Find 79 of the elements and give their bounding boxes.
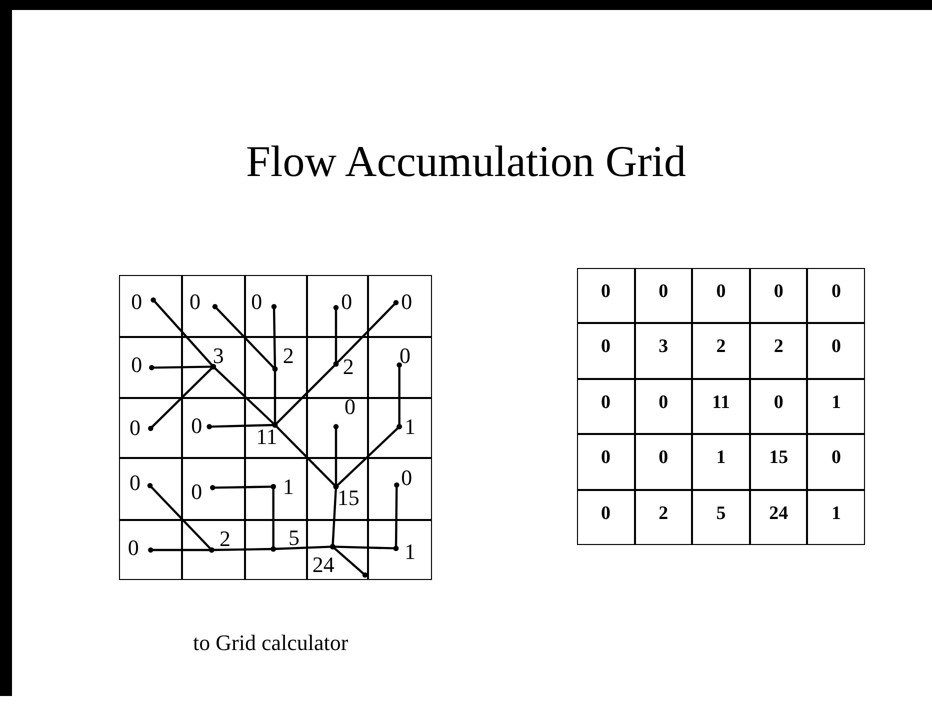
table-cell: 0 — [750, 378, 808, 434]
table-cell: 11 — [692, 378, 750, 434]
table-cell: 1 — [807, 378, 865, 434]
grid-cell — [306, 398, 368, 458]
flow-value: 0 — [401, 290, 412, 313]
grid-cell — [306, 520, 368, 580]
flow-value: 0 — [130, 417, 140, 440]
flow-line — [148, 364, 216, 431]
flow-value: 0 — [191, 414, 202, 437]
table-cell: 0 — [577, 378, 635, 434]
flow-value: 15 — [337, 487, 360, 510]
table-cell: 0 — [692, 268, 750, 324]
grid-cell — [368, 398, 432, 458]
grid-cell — [306, 275, 368, 337]
table-cell: 0 — [577, 434, 635, 490]
flow-value: 11 — [256, 426, 278, 448]
table-cell: 1 — [807, 490, 865, 545]
grid-cell — [182, 336, 245, 398]
table-cell: 0 — [807, 434, 865, 490]
flow-value: 0 — [131, 290, 142, 313]
table-cell: 0 — [577, 268, 635, 324]
grid-cell — [245, 275, 307, 337]
grid-cell — [245, 520, 307, 580]
flow-value: 0 — [344, 396, 356, 418]
flow-value: 0 — [128, 537, 139, 560]
flow-value: 24 — [312, 554, 334, 576]
flow-value: 0 — [341, 290, 352, 313]
table-cell: 24 — [750, 490, 808, 545]
flow-value: 1 — [404, 540, 416, 563]
grid-cell — [368, 336, 432, 398]
flow-value: 0 — [191, 480, 202, 503]
table-cell: 3 — [634, 323, 692, 379]
grid-cell — [245, 398, 307, 458]
flow-line — [330, 544, 368, 578]
flow-value: 5 — [288, 526, 300, 549]
grid-cell — [182, 398, 245, 458]
table-cell: 2 — [750, 323, 808, 379]
grid-cell — [182, 458, 245, 520]
grid-cell — [119, 336, 182, 398]
table-cell: 2 — [634, 490, 692, 545]
grid-cell — [368, 275, 432, 337]
flow-value: 0 — [131, 354, 142, 376]
grid-cell — [119, 520, 182, 580]
table-cell: 0 — [634, 378, 692, 434]
title: Flow Accumulation Grid — [245, 136, 687, 187]
grid-cell — [368, 520, 432, 580]
table-cell: 0 — [577, 323, 635, 379]
grid-cell — [368, 458, 432, 520]
flow-value: 0 — [130, 472, 140, 494]
flow-value: 1 — [404, 416, 416, 438]
table-cell: 0 — [807, 268, 865, 324]
flow-value: 0 — [401, 467, 412, 490]
flow-value: 0 — [190, 290, 200, 313]
table-cell: 15 — [750, 434, 808, 490]
table-cell: 0 — [577, 490, 635, 545]
flow-value: 0 — [251, 290, 262, 313]
flow-value: 2 — [220, 528, 230, 550]
grid-cell — [245, 458, 307, 520]
grid-cell — [119, 458, 182, 520]
table-cell: 2 — [692, 323, 750, 379]
flow-value: 2 — [342, 356, 354, 378]
flow-value: 3 — [212, 344, 224, 367]
grid-cell — [306, 458, 368, 520]
table-cell: 5 — [692, 490, 750, 545]
flow-value: 2 — [282, 344, 294, 367]
grid-cell — [119, 275, 182, 337]
flow-value: 0 — [400, 344, 410, 367]
table-cell: 0 — [807, 323, 865, 379]
table-cell: 0 — [634, 268, 692, 324]
grid-cell — [306, 336, 368, 398]
grid-cell — [119, 398, 182, 458]
flow-value: 1 — [282, 476, 294, 498]
table-cell: 0 — [750, 268, 808, 324]
note-text: to Grid calculator — [193, 630, 348, 656]
grid-cell — [245, 336, 307, 398]
table-cell: 0 — [634, 434, 692, 490]
grid-cell — [182, 275, 245, 337]
grid-cell — [182, 520, 245, 580]
table-cell: 1 — [692, 434, 750, 490]
